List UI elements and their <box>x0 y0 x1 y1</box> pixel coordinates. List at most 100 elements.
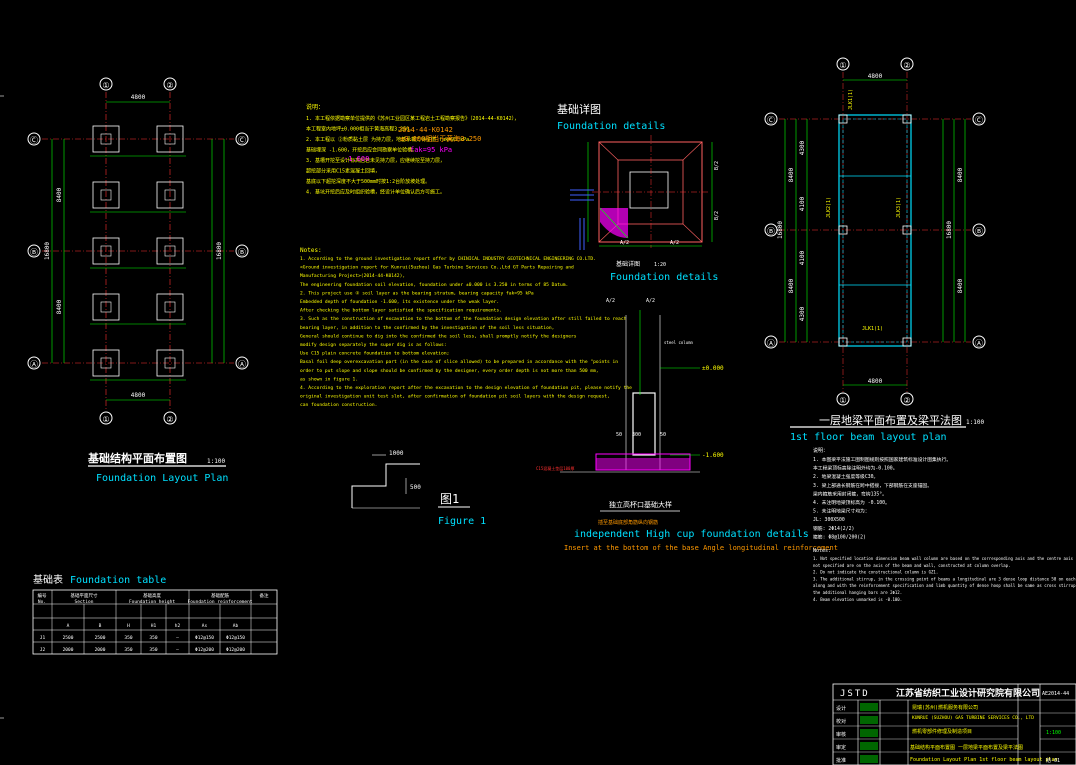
footing-column-1-0 <box>100 189 112 201</box>
notes-en-lines: 1. According to the ground investigation… <box>300 256 632 408</box>
footing-column-4-1 <box>164 357 176 369</box>
notes-en-line-14: as shown in figure 1. <box>300 376 358 382</box>
notes-en-line-5: Embedded depth of foundation -1.600, its… <box>300 299 499 305</box>
fdetail-dim-b2: B/2 <box>714 211 720 220</box>
notes-en-line-2: Manufacturing Project>(2014-44-K0142), <box>300 273 405 279</box>
ftable-cell-0-5: – <box>176 636 179 641</box>
ftable-header-en-3: Foundation reinforcement <box>187 599 252 605</box>
beam-notes-en-line-2: 2. Do not indicate the constructional co… <box>813 570 938 575</box>
notes-en-line-17: can foundation construction. <box>300 402 377 408</box>
axis-bubble-2-top <box>163 77 177 91</box>
notes-chinese: 说明： 1. 本工程依据勘察单位提供的《苏州工业园区某工程岩土工程勘察报告》（2… <box>306 103 519 196</box>
footing-column-3-1 <box>164 301 176 313</box>
footing-1-1 <box>156 181 184 209</box>
beam-notes-cn-line-3: 3. 梁上部通长钢筋在跨中搭接，下部钢筋在支座锚固。 <box>813 482 932 489</box>
notes-cn-line-3: 基础埋深 -1.600，开挖后应会同勘察单位验槽。 <box>306 147 417 154</box>
beam-grid-lines <box>779 72 971 392</box>
axis-grid-lines <box>42 92 234 410</box>
tb-company-cn: 江苏省纺织工业设计研究院有限公司 <box>896 687 1040 699</box>
fdetail-title-en: Foundation details <box>557 121 665 132</box>
beam-axis-a-left-label: Ⓐ <box>767 339 775 348</box>
ftable-subheader-1: A <box>67 623 70 629</box>
cup-dim-a2: A/2 <box>646 298 655 304</box>
ftable-subheader-5: h2 <box>175 623 181 629</box>
ftable-header-cn-1: 基础平面尺寸 <box>71 592 98 599</box>
ftable-subheader-4: H1 <box>151 623 157 629</box>
foundation-table: 基础表 Foundation table 编号基础平面尺寸基础高度基础配筋备注N… <box>32 573 278 655</box>
ftable-header-en-0: No. <box>38 599 46 605</box>
ftable-cell-1-7: Φ12@200 <box>226 647 245 653</box>
ftable-cell-1-4: 350 <box>149 647 157 653</box>
footing-4-0 <box>92 349 120 377</box>
tb-row-cell-2 <box>860 729 878 737</box>
axis-label-1-bottom: ① <box>102 415 109 424</box>
high-cup-foundation-detail: ±0.000 -1.600 steel column A/2 A/2 50 30… <box>536 298 838 552</box>
footing-3-1 <box>156 293 184 321</box>
beam-notes-en: Notes: 1. Not specified location dimensi… <box>813 548 1076 602</box>
ftable-cell-1-2: 2000 <box>95 647 106 653</box>
footing-0-0 <box>92 125 120 153</box>
beam-dim-top: 4800 <box>868 73 883 80</box>
notes-cn-line-5: 超挖部分采用C15素混凝土回填， <box>306 168 380 175</box>
ftable-cell-1-3: 350 <box>124 647 132 653</box>
beam-notes-en-heading: Notes: <box>813 548 831 554</box>
axis-label-1-top: ① <box>102 81 109 90</box>
title-block: JSTD 江苏省纺织工业设计研究院有限公司 AE2014-44 昆瑞(苏州)燃机… <box>832 683 1076 765</box>
footing-2-1 <box>156 237 184 265</box>
beam-dim-left-lower: 8400 <box>788 278 795 293</box>
tb-row-label-2: 审核 <box>836 731 846 738</box>
axis-label-a-right: Ⓐ <box>238 360 246 369</box>
cup-title-en: independent High cup foundation details <box>574 529 809 540</box>
beam-dim-bottom: 4800 <box>868 378 883 385</box>
beam-notes-en-line-5: the additional hanging bars are 2Φ12. <box>813 590 902 595</box>
tb-row-label-1: 校对 <box>836 718 846 725</box>
beam-notes-en-line-0: 1. Not specified location dimension beam… <box>813 556 1074 561</box>
beam-axis-1-bottom-label: ① <box>839 396 846 405</box>
notes-en-line-4: 2. This project use ② soil layer as the … <box>300 290 534 296</box>
beam-axis-b-right-label: Ⓑ <box>975 227 983 236</box>
footing-base <box>595 453 691 471</box>
beam-plan-scale: 1:100 <box>966 419 984 426</box>
beam-notes-cn-heading: 说明： <box>813 447 828 454</box>
tb-project-cn: 燃机零部件修理及制造项目 <box>912 728 972 735</box>
foundation-layout-plan: ① ② ① ② Ⓒ Ⓑ Ⓐ Ⓒ Ⓑ Ⓐ <box>27 77 249 484</box>
foundation-plan-title-cn: 基础结构平面布置图 <box>87 451 187 465</box>
ftable-subheader-3: H <box>127 623 130 629</box>
ftable-frame <box>32 589 278 655</box>
notes-en-line-9: General should continue to dig into the … <box>300 333 577 339</box>
notes-en-line-0: 1. According to the ground investigation… <box>300 256 596 262</box>
beam-label-2: JLK2(1) <box>826 197 832 218</box>
beam-dim-part3: 4100 <box>799 250 806 265</box>
fdetail-dims <box>587 142 713 247</box>
tb-drawing-cn: 基础结构平面布置图 一层地梁平面布置及梁平法图 <box>910 744 1023 751</box>
beam-axis-a-left <box>764 335 778 349</box>
beam-dim-left-upper: 8400 <box>788 167 795 182</box>
title-block-frame <box>832 683 1076 765</box>
beam-axis-1-top <box>836 57 850 71</box>
cup-dim-a1: A/2 <box>606 298 615 304</box>
notes-cn-line-0: 1. 本工程依据勘察单位提供的《苏州工业园区某工程岩土工程勘察报告》（2014-… <box>306 115 519 122</box>
beam-notes-cn-line-4: 梁内箍筋采用封闭箍，弯钩135°。 <box>813 490 887 497</box>
beam-axis-c-right <box>972 112 986 126</box>
beam-notes-en-line-4: along and with the reinforcement specifi… <box>813 583 1076 588</box>
ftable-subheader-7: Ab <box>233 623 239 629</box>
notes-cn-line-1: 本工程室内地坪±0.000相当于黄海高程3.250。 <box>306 126 414 133</box>
beam-axis-2-bottom-label: ② <box>903 396 910 405</box>
figure1-label-cn: 图1 <box>440 492 459 506</box>
axis-label-c-left: Ⓒ <box>30 136 38 145</box>
footing-group <box>90 125 186 381</box>
footing-column-3-0 <box>100 301 112 313</box>
notes-en-line-15: 4. According to the exploration report a… <box>300 385 632 391</box>
notes-en-line-12: Basal foil deep overexcavation part (in … <box>300 359 618 365</box>
ftable-title-cn: 基础表 <box>33 573 63 586</box>
foundation-plan-title-en: Foundation Layout Plan <box>96 473 228 484</box>
tb-scale: 1:100 <box>1046 730 1061 736</box>
notes-cn-value-ref: 2014-44-K0142 <box>398 126 453 134</box>
beam-dim-right-lower: 8400 <box>957 278 964 293</box>
beam-axis-b-right <box>972 223 986 237</box>
beam-inner <box>842 118 908 343</box>
ftable-cell-0-4: 350 <box>149 635 157 641</box>
notes-en-line-8: bearing layer, in addition to the confir… <box>300 325 554 331</box>
cup-elev-bot: -1.600 <box>702 452 724 459</box>
beam-notes-en-line-3: 3. The additional stirrup, in the crossi… <box>813 576 1076 581</box>
